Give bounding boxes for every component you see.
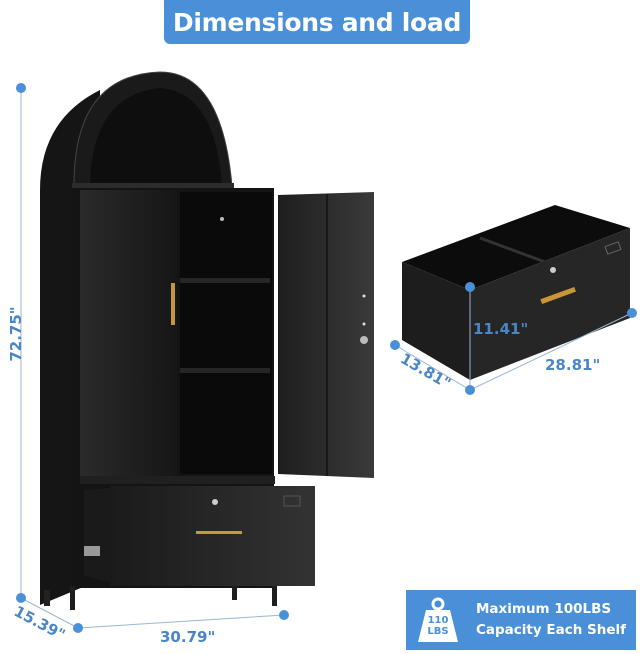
load-line-2: Capacity Each Shelf: [476, 622, 627, 638]
drawer-width-label: 28.81": [545, 356, 601, 374]
cabinet-dimension-dots: [16, 83, 289, 633]
page-title: Dimensions and load: [172, 7, 462, 37]
page-title-banner: Dimensions and load: [164, 0, 470, 44]
load-capacity-badge: 110 LBS Maximum 100LBS Capacity Each She…: [406, 590, 636, 650]
drawer-dimension-lines: [394, 290, 633, 391]
weight-icon-number: 110: [427, 615, 449, 626]
weight-icon-unit: LBS: [427, 626, 449, 637]
drawer-height-label: 11.41": [473, 320, 529, 338]
cabinet-width-label: 30.79": [160, 628, 216, 646]
drawer-dimension-dots: [390, 282, 637, 395]
cabinet-height-label: 72.75": [7, 306, 25, 362]
load-line-1: Maximum 100LBS: [476, 601, 612, 617]
weight-icon: 110 LBS: [414, 596, 462, 644]
drawer-detail: [402, 205, 630, 380]
drawer-handle: [196, 531, 242, 534]
door-handle: [171, 283, 175, 325]
cabinet-dimension-lines: [20, 88, 285, 629]
cabinet-body: [40, 71, 374, 610]
